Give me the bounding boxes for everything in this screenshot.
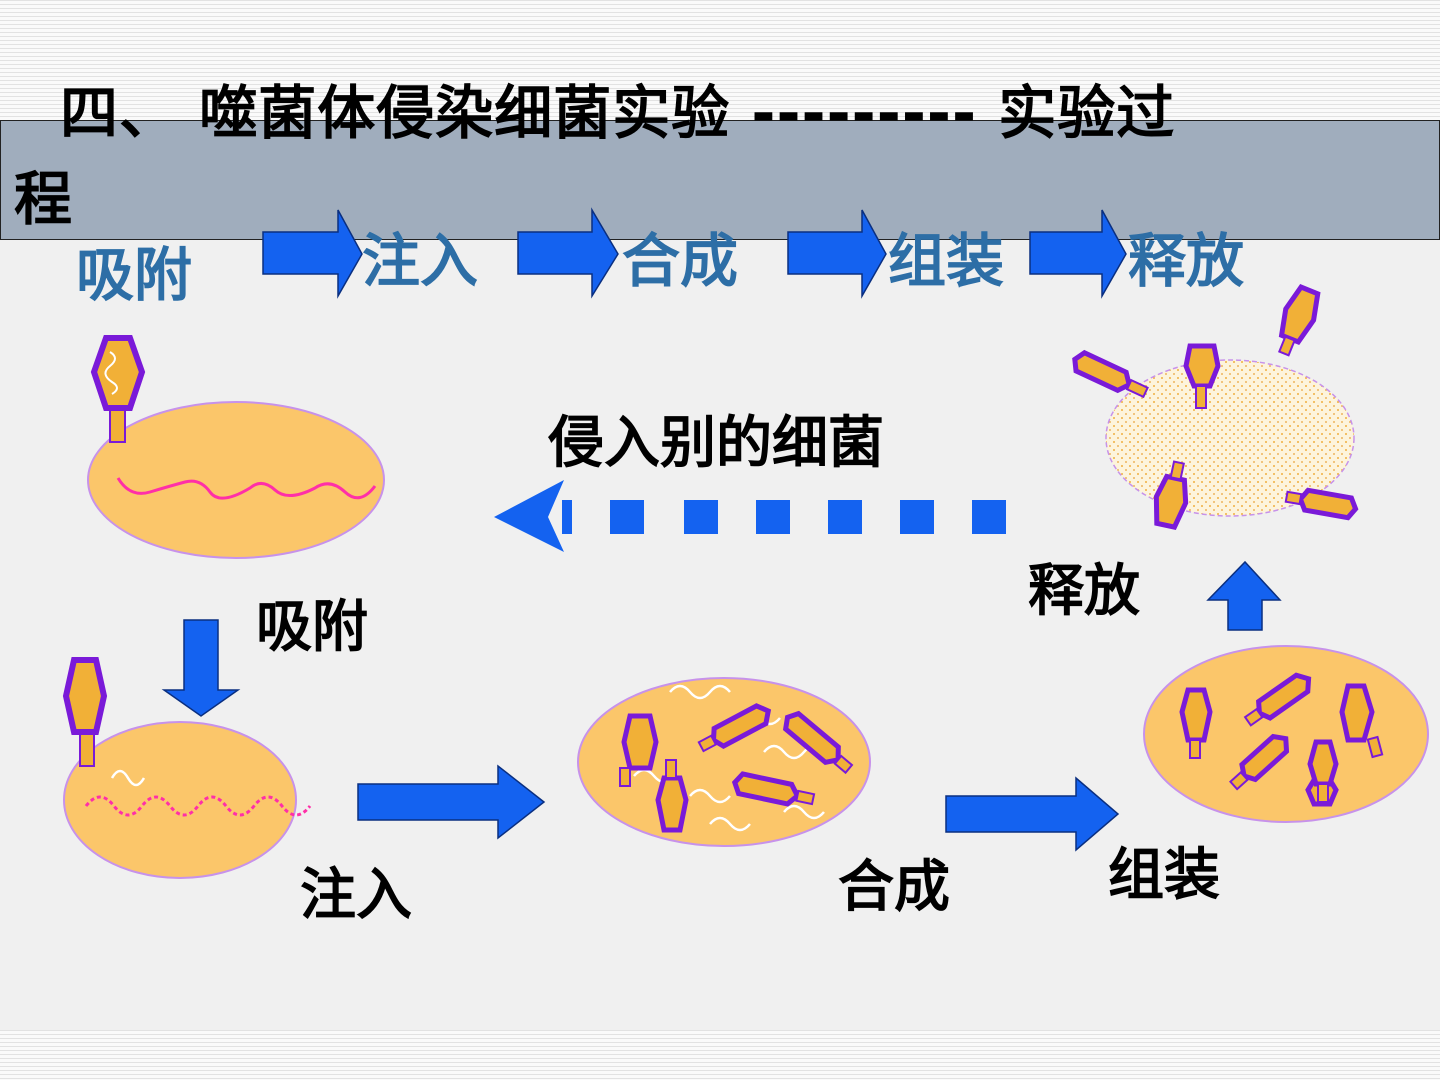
arrow-right-2 xyxy=(945,776,1120,852)
cell-injection xyxy=(62,657,312,879)
label-release: 释放 xyxy=(1028,559,1140,624)
bottom-stripe-background xyxy=(0,1030,1440,1080)
arrow-down xyxy=(161,619,241,717)
step-assemble: 组装 xyxy=(888,227,1005,295)
cell-synthesis xyxy=(577,677,871,847)
step-adsorb: 吸附 xyxy=(76,241,193,309)
step-arrow-2 xyxy=(517,207,619,299)
page-title: 四、 噬菌体侵染细菌实验 --------- 实验过 xyxy=(60,79,1176,147)
label-infect-other: 侵入别的细菌 xyxy=(548,411,884,476)
arrow-right-1 xyxy=(357,764,546,840)
arrow-up xyxy=(1206,560,1282,631)
title-band xyxy=(0,120,1440,240)
step-arrow-3 xyxy=(787,209,887,299)
step-inject: 注入 xyxy=(362,227,479,295)
dashed-return-arrow xyxy=(494,480,1006,552)
label-assemble: 组装 xyxy=(1108,843,1220,908)
step-synthesize: 合成 xyxy=(622,227,739,295)
step-arrow-4 xyxy=(1029,209,1127,299)
label-inject: 注入 xyxy=(300,863,412,928)
step-release: 释放 xyxy=(1128,227,1245,295)
top-stripe-background xyxy=(0,0,1440,122)
cell-assembly xyxy=(1143,645,1429,823)
label-adsorb: 吸附 xyxy=(256,595,368,660)
label-synthesize: 合成 xyxy=(838,855,950,920)
cell-release xyxy=(1072,283,1359,530)
page-title-continuation: 程 xyxy=(14,165,74,233)
step-arrow-1 xyxy=(262,209,363,299)
cell-adsorption xyxy=(87,335,385,559)
